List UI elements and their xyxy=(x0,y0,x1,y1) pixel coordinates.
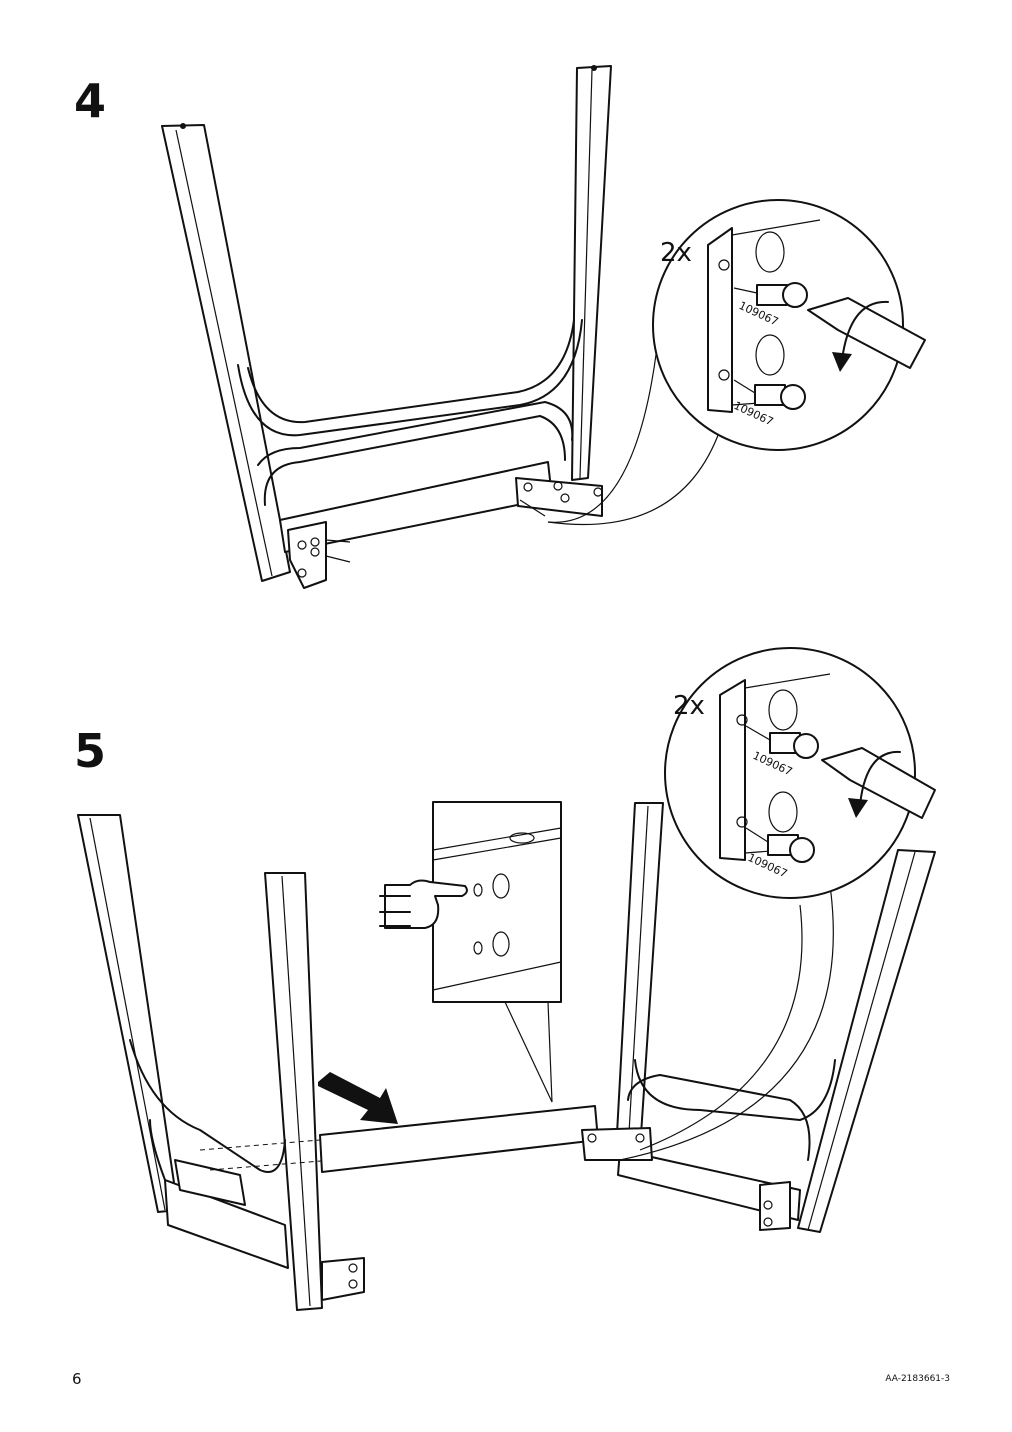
step-4-quantity: 2x xyxy=(660,238,692,268)
step-5-number: 5 xyxy=(74,724,107,778)
pointing-hand-icon xyxy=(379,879,468,929)
step-4-number: 4 xyxy=(74,74,107,128)
document-id: AA-2183661-3 xyxy=(885,1374,950,1384)
step-5-quantity: 2x xyxy=(673,691,705,721)
page-number: 6 xyxy=(72,1370,82,1388)
